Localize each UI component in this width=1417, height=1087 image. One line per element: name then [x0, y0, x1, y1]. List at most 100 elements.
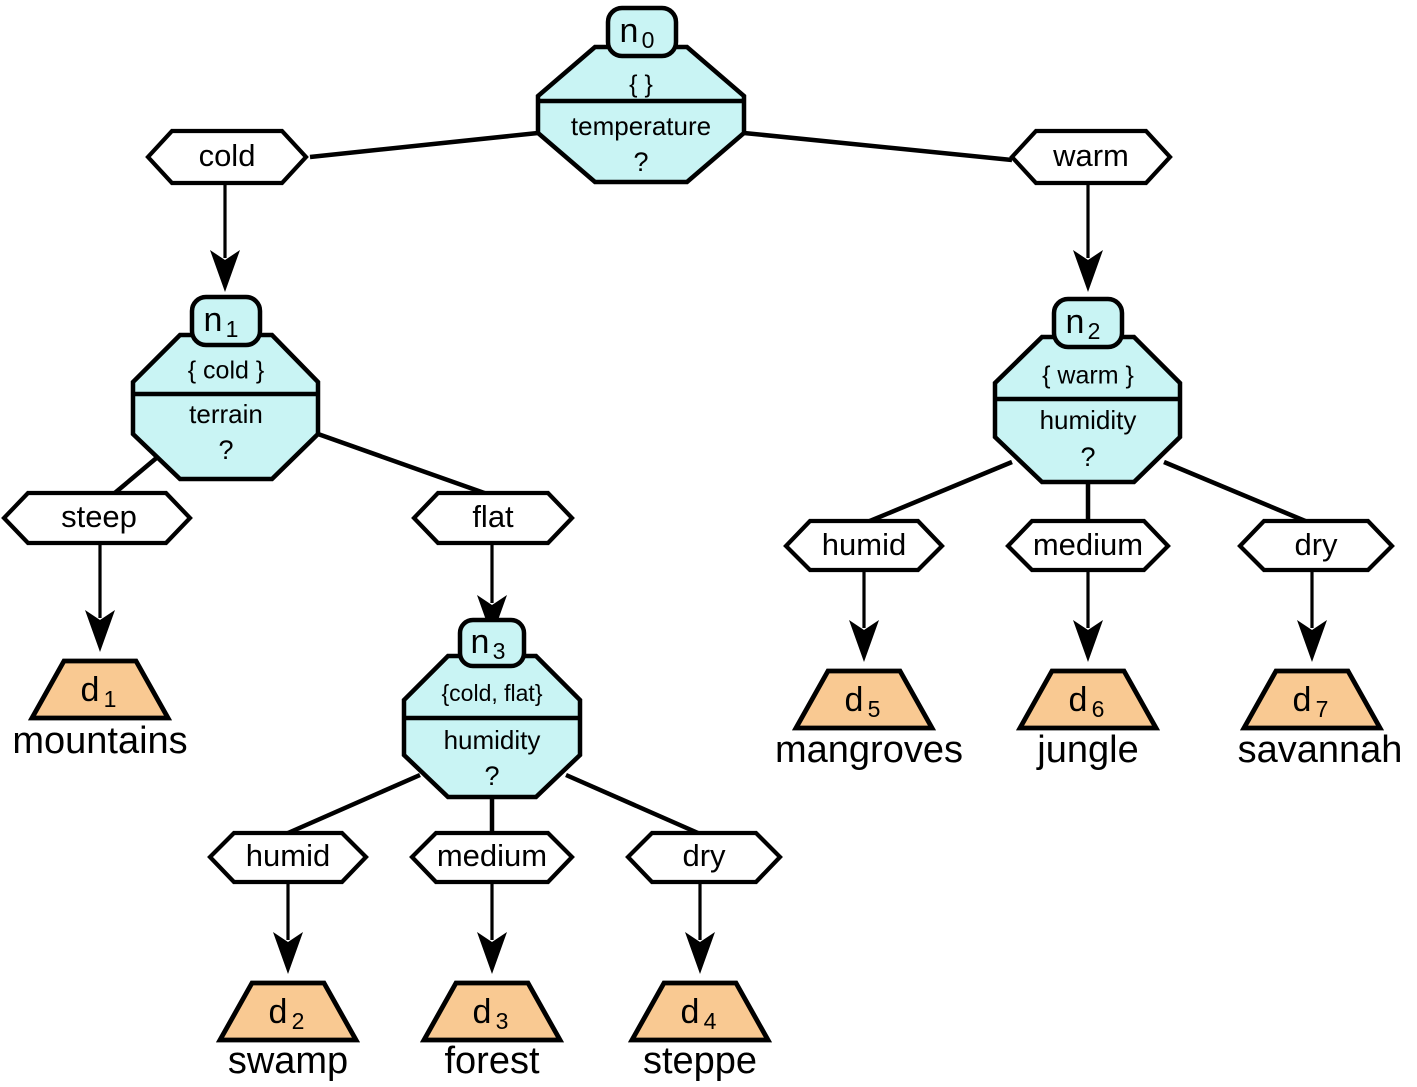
arrowhead-warm-n2: [1073, 250, 1103, 292]
d1-id-text: d: [81, 671, 100, 709]
decision-node-n1[interactable]: n 1 { cold } terrain ?: [130, 294, 321, 482]
d3-id-subscript: 3: [496, 1008, 509, 1034]
edge-n1-steep: [108, 453, 162, 499]
arrowhead-humid-d2: [273, 932, 303, 974]
n0-id-text: n: [620, 12, 639, 50]
decision-node-n3[interactable]: n 3 {cold, flat} humidity ?: [401, 617, 583, 800]
n0-question-mark: ?: [633, 147, 648, 177]
n1-octagon: [130, 332, 321, 482]
arrowhead-medium-d6: [1073, 620, 1103, 662]
leaf-node-d6[interactable]: d 6 jungle: [1015, 668, 1161, 771]
d7-id-text: d: [1293, 681, 1312, 719]
edge-n3-dry: [565, 772, 699, 836]
humid-n2-hexagon: [783, 518, 945, 573]
warm-hexagon: [1009, 128, 1173, 186]
d5-trapezoid: [791, 668, 937, 731]
decision-node-n0[interactable]: n 0 { } temperature ?: [535, 5, 747, 185]
leaf-node-d1[interactable]: d 1 mountains: [12, 658, 188, 762]
d6-id-subscript: 6: [1092, 696, 1105, 722]
cold-hexagon: [145, 128, 309, 186]
warm-label-text: warm: [1052, 138, 1129, 173]
n0-octagon: [535, 44, 747, 185]
n2-set-text: { warm }: [1042, 362, 1134, 390]
medium-n3-label-text: medium: [437, 838, 547, 873]
arrowhead-dry-d7: [1297, 620, 1327, 662]
d2-id-subscript: 2: [292, 1008, 305, 1034]
d3-id-text: d: [473, 993, 492, 1031]
n1-id-subscript: 1: [226, 316, 239, 342]
steep-label-text: steep: [61, 499, 137, 534]
n0-attribute-text: temperature: [571, 111, 711, 141]
edge-label-cold[interactable]: cold: [145, 128, 309, 186]
d7-name-text: savannah: [1238, 729, 1403, 771]
n1-attribute-text: terrain: [189, 399, 263, 429]
d1-trapezoid: [27, 658, 173, 721]
medium-n2-label-text: medium: [1033, 527, 1143, 562]
edge-label-humid-n2[interactable]: humid: [783, 518, 945, 573]
n3-attribute-text: humidity: [444, 725, 541, 755]
n0-id-tab: [605, 5, 679, 59]
leaf-node-d2[interactable]: d 2 swamp: [215, 980, 361, 1082]
d4-trapezoid: [627, 980, 773, 1043]
decision-node-n2[interactable]: n 2 { warm } humidity ?: [992, 296, 1183, 485]
d5-name-text: mangroves: [775, 729, 963, 771]
leaf-node-d3[interactable]: d 3 forest: [419, 980, 565, 1082]
edge-n2-dry: [1163, 459, 1311, 526]
edge-label-humid-n3[interactable]: humid: [207, 830, 369, 885]
flat-label-text: flat: [472, 499, 514, 534]
humid-n2-label-text: humid: [822, 527, 906, 562]
d4-id-subscript: 4: [704, 1008, 717, 1034]
dry-n3-label-text: dry: [682, 838, 726, 873]
edge-n3-humid: [287, 772, 421, 836]
medium-n2-hexagon: [1005, 518, 1171, 573]
n2-id-tab: [1051, 296, 1125, 350]
cold-label-text: cold: [199, 138, 256, 173]
d2-id-text: d: [269, 993, 288, 1031]
d6-id-text: d: [1069, 681, 1088, 719]
dry-n3-hexagon: [625, 830, 783, 885]
arrowhead-dry-d4: [685, 932, 715, 974]
n1-id-text: n: [204, 301, 223, 339]
dry-n2-hexagon: [1237, 518, 1395, 573]
edge-label-warm[interactable]: warm: [1009, 128, 1173, 186]
flat-hexagon: [411, 490, 575, 546]
edge-label-steep[interactable]: steep: [1, 490, 193, 546]
edge-label-medium-n3[interactable]: medium: [409, 830, 575, 885]
edge-n0-warm: [743, 130, 1013, 163]
medium-n3-hexagon: [409, 830, 575, 885]
humid-n3-label-text: humid: [246, 838, 330, 873]
edge-label-dry-n3[interactable]: dry: [625, 830, 783, 885]
n0-set-text: { }: [629, 71, 653, 99]
n2-attribute-text: humidity: [1040, 405, 1137, 435]
leaf-node-d4[interactable]: d 4 steppe: [627, 980, 773, 1082]
d6-trapezoid: [1015, 668, 1161, 731]
n2-id-subscript: 2: [1088, 318, 1101, 344]
n3-id-text: n: [471, 623, 490, 661]
d4-name-text: steppe: [643, 1040, 757, 1082]
d7-id-subscript: 7: [1316, 696, 1329, 722]
arrowhead-medium-d3: [477, 932, 507, 974]
edge-label-medium-n2[interactable]: medium: [1005, 518, 1171, 573]
d5-id-subscript: 5: [868, 696, 881, 722]
leaf-node-d7[interactable]: d 7 savannah: [1238, 668, 1403, 771]
steep-hexagon: [1, 490, 193, 546]
n1-id-tab: [189, 294, 263, 348]
arrowhead-cold-n1: [210, 250, 240, 292]
arrowhead-humid-d5: [849, 620, 879, 662]
arrowhead-steep-d1: [85, 610, 115, 652]
n3-set-text: {cold, flat}: [441, 680, 542, 706]
n1-set-text: { cold }: [188, 357, 264, 385]
edge-label-dry-n2[interactable]: dry: [1237, 518, 1395, 573]
d3-trapezoid: [419, 980, 565, 1043]
arrowhead-flat-n3: [477, 595, 507, 637]
n3-question-mark: ?: [484, 761, 499, 791]
leaf-node-d5[interactable]: d 5 mangroves: [775, 668, 963, 771]
d1-name-text: mountains: [12, 720, 187, 762]
edge-n0-cold: [309, 130, 539, 160]
n0-id-subscript: 0: [642, 27, 655, 53]
d5-id-text: d: [845, 681, 864, 719]
edge-n1-flat: [317, 431, 491, 498]
edge-label-flat[interactable]: flat: [411, 490, 575, 546]
d3-name-text: forest: [444, 1040, 539, 1082]
